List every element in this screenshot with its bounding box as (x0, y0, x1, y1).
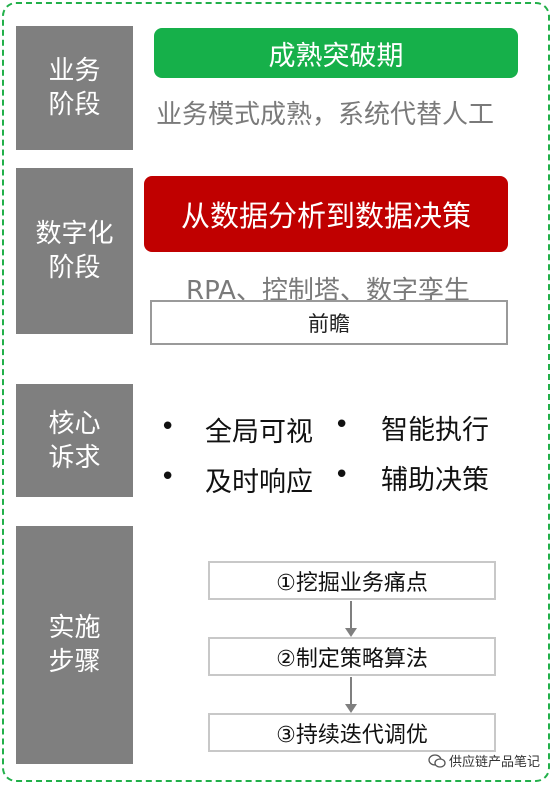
step-1-box: ①挖掘业务痛点 (208, 561, 496, 600)
watermark-text: 供应链产品笔记 (448, 755, 540, 770)
requirement-decision-support: 辅助决策 (381, 465, 489, 496)
bullet: • (334, 460, 350, 490)
requirement-timely-response: 及时响应 (205, 467, 313, 498)
implementation-steps-label: 实施 步骤 (16, 526, 133, 764)
data-decision-banner: 从数据分析到数据决策 (144, 176, 508, 252)
mature-breakthrough-phase-banner: 成熟突破期 (154, 28, 518, 78)
core-requirements-label: 核心 诉求 (16, 384, 133, 497)
business-description: 业务模式成熟，系统代替人工 (156, 100, 495, 130)
requirement-smart-execution: 智能执行 (381, 415, 489, 446)
requirement-global-visibility: 全局可视 (205, 417, 313, 448)
step-2-box: ②制定策略算法 (208, 637, 496, 676)
frontier-box: 前瞻 (150, 300, 508, 345)
down-arrow-icon (345, 677, 357, 713)
digital-phase-label: 数字化 阶段 (16, 168, 133, 334)
bullet: • (334, 410, 350, 440)
down-arrow-icon (345, 601, 357, 637)
bullet: • (160, 412, 176, 442)
wechat-official-account-icon (428, 753, 446, 768)
bullet: • (160, 462, 176, 492)
step-3-box: ③持续迭代调优 (208, 713, 496, 752)
business-phase-label: 业务 阶段 (16, 26, 133, 150)
watermark: 供应链产品笔记 (428, 751, 540, 770)
